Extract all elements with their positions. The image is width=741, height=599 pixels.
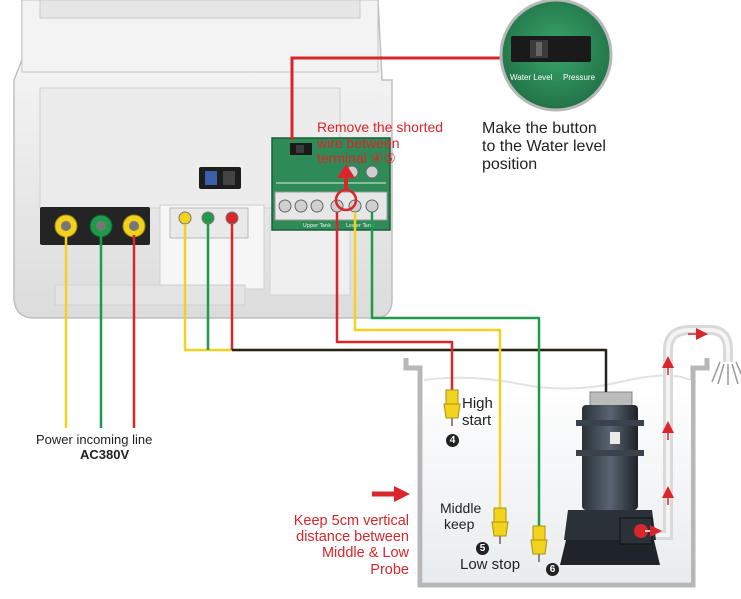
remove-note-line-2: wire between [317, 134, 400, 151]
control-board: Upper Tank Lower Tank [271, 137, 391, 231]
probe-wire-yellow [353, 212, 502, 510]
distance-note-line-3: Middle & Low [321, 545, 409, 562]
probe-low-line-1: Low stop [460, 556, 521, 573]
distance-note-line-4: Probe [370, 561, 409, 578]
remove-note-line-1: Remove the shorted [317, 119, 444, 135]
distance-note-line-1: Keep 5cm vertical [293, 513, 409, 529]
probe-low [530, 525, 548, 562]
upper-tank-label: Upper Tank [303, 223, 331, 229]
distance-note-arrow [372, 486, 410, 502]
distance-note: Keep 5cm vertical distance between Middl… [269, 513, 409, 578]
probe-middle-number: 5 [476, 538, 489, 556]
zoom-pressure-label: Pressure [563, 73, 596, 82]
terminal-yellow [54, 214, 78, 238]
probe-high-number-badge: 4 [446, 434, 459, 447]
remove-note-line-3: terminal ④⑤ [317, 150, 396, 167]
distance-note-line-2: distance between [296, 529, 409, 546]
probe-low-number: 6 [546, 559, 559, 577]
power-label: Power incoming line AC380V [36, 432, 153, 462]
probe-middle-label: Middle keep [440, 500, 482, 532]
remove-wire-note: Remove the shorted wire between terminal… [317, 119, 444, 167]
probe-middle [491, 507, 509, 544]
probe-high [443, 389, 461, 426]
probe-high-label: High start [462, 395, 493, 430]
housing-switch [199, 167, 241, 189]
probe-high-line-1: High [462, 395, 493, 412]
switch-zoom-callout: Water Level Pressure [290, 0, 613, 140]
probe-middle-line-1: Middle [440, 500, 482, 516]
power-label-text: Power incoming line [36, 432, 153, 447]
power-terminal-block [40, 207, 150, 245]
wires [64, 212, 608, 528]
discharge-pipe [650, 325, 741, 540]
instruction-line-1: Make the button [482, 120, 597, 137]
probe-high-number: 4 [446, 430, 459, 448]
instruction-line-3: position [482, 155, 538, 173]
submersible-pump [560, 391, 662, 565]
probe-middle-line-2: keep [444, 515, 475, 532]
probe-high-line-2: start [462, 411, 492, 429]
probe-wire-green [370, 212, 541, 528]
instruction-line-2: to the Water level [482, 137, 606, 155]
terminal-red [122, 214, 146, 238]
lower-tank-label: Lower Tank [346, 223, 374, 229]
terminal-green [89, 214, 113, 238]
remove-wire-arrow [337, 164, 355, 190]
probe-middle-number-badge: 5 [476, 542, 489, 555]
probe-low-number-badge: 6 [546, 563, 559, 576]
zoom-water-level-label: Water Level [510, 73, 553, 82]
probe-low-label: Low stop [460, 556, 521, 574]
power-spec-text: AC380V [80, 446, 130, 462]
probe-wire-red [335, 212, 454, 392]
instruction-text: Make the button to the Water level posit… [482, 120, 606, 174]
pump-cable-black [232, 348, 608, 392]
